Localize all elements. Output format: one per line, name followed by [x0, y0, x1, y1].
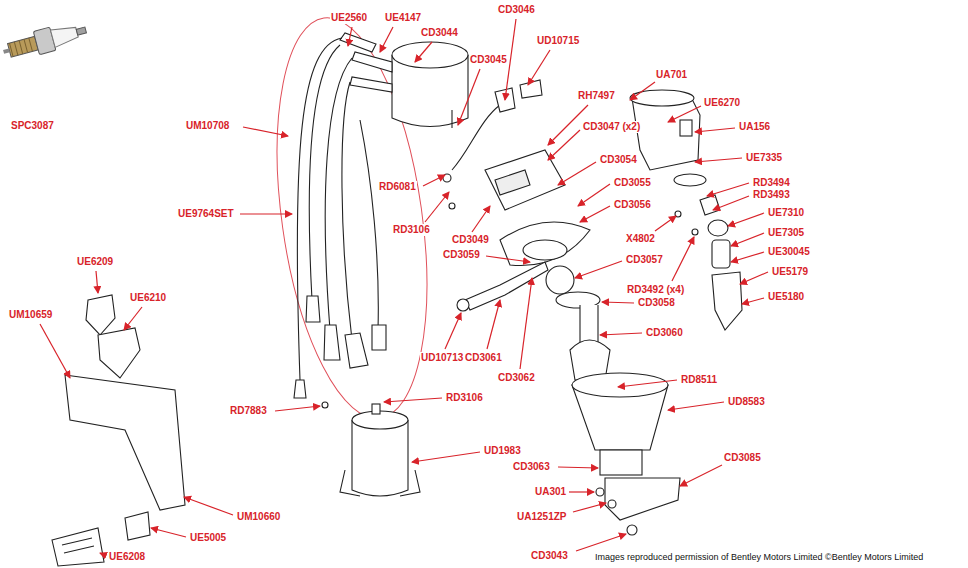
callout-number: CD3060 [645, 327, 684, 339]
callout-number: UA156 [738, 121, 771, 133]
callout-number: RD8511 [680, 374, 718, 386]
callout-number: UE6270 [703, 97, 741, 109]
callout-number: UM10660 [236, 511, 281, 523]
callout-number: RD3494 [752, 177, 791, 189]
callout-number: UE7335 [745, 152, 783, 164]
callout-number: UM10659 [8, 309, 53, 321]
callout-number: UD10713 [420, 352, 464, 364]
callout-number: CD3062 [497, 372, 536, 384]
callout-number: RD6081 [378, 181, 417, 193]
callout-number: UE5005 [189, 532, 227, 544]
callout-number: CD3044 [420, 27, 459, 39]
callout-number: RD7883 [229, 405, 268, 417]
callout-number: CD3085 [723, 452, 762, 464]
callout-number: CD3045 [469, 54, 508, 66]
callout-number: UE6210 [129, 292, 167, 304]
callout-number: UE30045 [767, 246, 811, 258]
callout-number: UD8583 [727, 396, 766, 408]
callout-number: CD3057 [625, 254, 664, 266]
callout-number: RH7497 [577, 90, 616, 102]
callout-number: RD3106 [445, 392, 484, 404]
callout-number: CD3055 [613, 177, 652, 189]
callout-number: UE7310 [767, 207, 805, 219]
callout-number: UD1983 [483, 445, 522, 457]
callout-number: UE2560 [330, 12, 368, 24]
callout-number: UE9764SET [177, 208, 235, 220]
callout-number: UE4147 [384, 12, 422, 24]
callout-number: CD3043 [530, 550, 569, 562]
distributor-and-leads [52, 33, 742, 566]
callout-number: CD3046 [497, 4, 536, 16]
spark-plug [0, 18, 88, 63]
callout-number: UA701 [655, 69, 688, 81]
callout-number: CD3058 [637, 297, 676, 309]
callout-number: UE6209 [76, 256, 114, 268]
callout-number: CD3047 (x2) [582, 121, 641, 133]
leader-lines [40, 19, 768, 555]
callout-number: UA301 [534, 486, 567, 498]
callout-number: CD3059 [442, 249, 481, 261]
copyright-note: Images reproduced permission of Bentley … [594, 551, 924, 563]
callout-number: UD10715 [536, 35, 580, 47]
callout-number: UE7305 [767, 227, 805, 239]
callout-number: X4802 [625, 233, 656, 245]
callout-number: SPC3087 [10, 120, 55, 132]
callout-number: UE6208 [108, 551, 146, 563]
callout-number: UE5179 [771, 266, 809, 278]
callout-number: RD3106 [392, 224, 431, 236]
callout-number: UE5180 [767, 291, 805, 303]
callout-number: CD3054 [599, 154, 638, 166]
callout-number: CD3063 [512, 461, 551, 473]
callout-number: RD3493 [752, 189, 791, 201]
callout-number: UA1251ZP [516, 511, 567, 523]
callout-number: CD3049 [451, 234, 490, 246]
callout-number: RD3492 (x4) [626, 284, 685, 296]
callout-number: CD3056 [613, 199, 652, 211]
callout-number: CD3061 [464, 352, 503, 364]
callout-number: UM10708 [185, 120, 230, 132]
